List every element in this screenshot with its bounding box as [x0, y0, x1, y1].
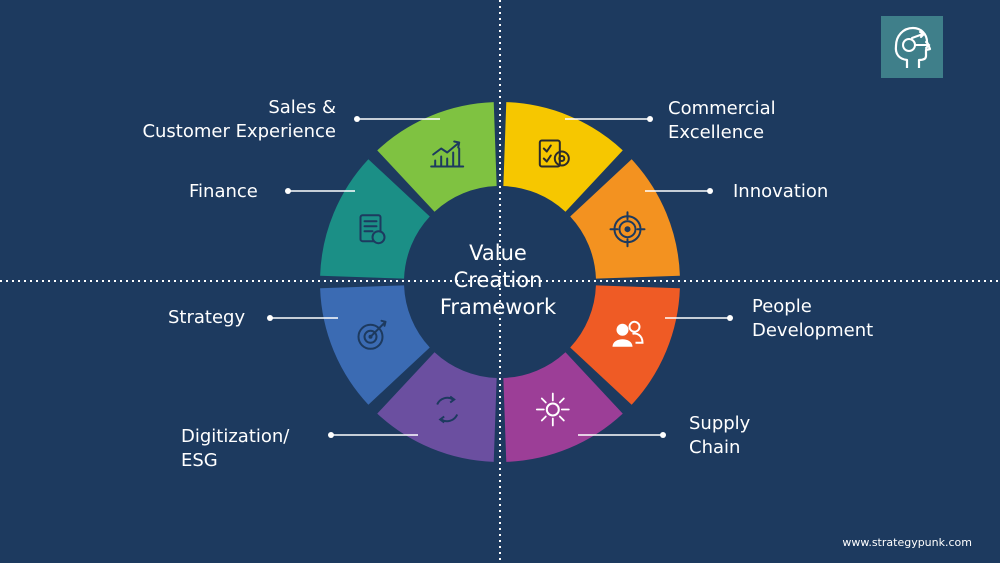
cycle-arrows-icon	[436, 395, 459, 424]
checklist-gear-icon	[538, 139, 570, 168]
center-title: Value Creation Framework	[418, 240, 578, 321]
label-digitization-esg: Digitization/ ESG	[181, 426, 290, 471]
leader-dot-innovation	[707, 188, 713, 194]
title-line-1: Value	[469, 241, 527, 265]
title-line-3: Framework	[439, 295, 557, 319]
label-commercial-excellence: Commercial Excellence	[668, 98, 776, 143]
segment-sales-customer-experience	[377, 102, 497, 212]
label-supply-chain: Supply Chain	[689, 413, 751, 458]
label-people-development: People Development	[752, 296, 874, 341]
document-coin-icon	[359, 214, 386, 245]
segment-innovation	[570, 159, 680, 279]
title-line-2: Creation	[453, 268, 543, 292]
footer-url: www.strategypunk.com	[842, 536, 972, 549]
people-icon	[612, 320, 644, 347]
logo	[881, 16, 943, 78]
leader-dot-commercial-excellence	[647, 116, 653, 122]
leader-dot-sales-customer-experience	[354, 116, 360, 122]
label-finance: Finance	[189, 181, 258, 202]
label-sales-customer-experience: Sales & Customer Experience	[142, 97, 336, 142]
growth-chart-icon	[430, 140, 465, 168]
leader-dot-digitization-esg	[328, 432, 334, 438]
label-strategy: Strategy	[168, 307, 246, 328]
target-icon	[609, 211, 646, 248]
target-arrow-icon	[357, 319, 387, 350]
leader-dot-people-development	[727, 315, 733, 321]
leader-dot-supply-chain	[660, 432, 666, 438]
leader-dot-strategy	[267, 315, 273, 321]
label-innovation: Innovation	[733, 181, 829, 202]
segment-strategy	[320, 285, 430, 405]
head-arrows-icon	[894, 26, 932, 68]
leader-dot-finance	[285, 188, 291, 194]
gear-arrows-icon	[535, 392, 570, 427]
segment-finance	[320, 159, 430, 279]
